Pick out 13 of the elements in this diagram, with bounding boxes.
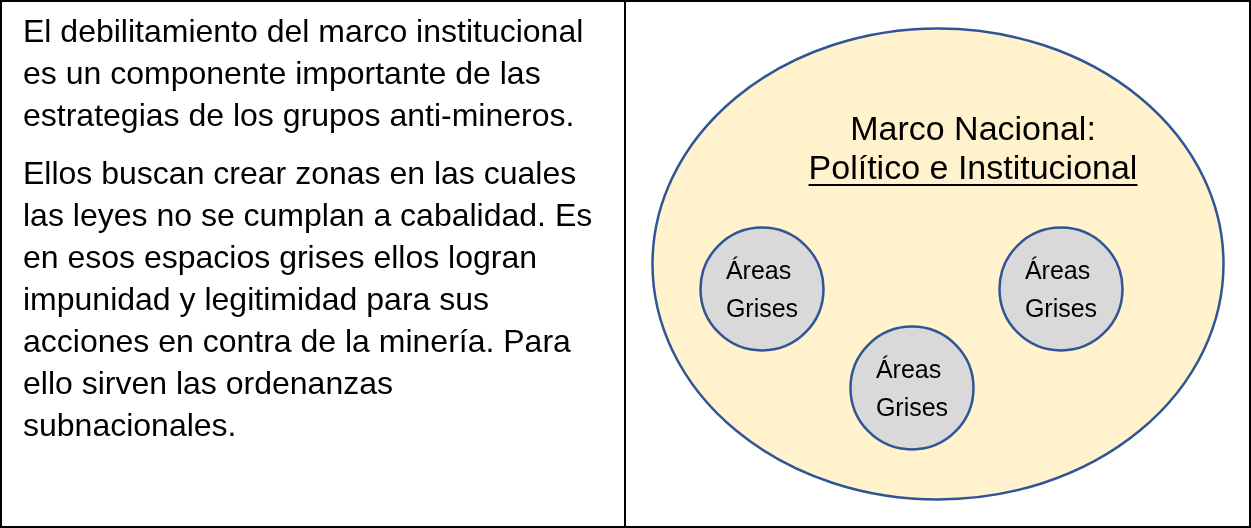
area-circle (998, 226, 1124, 352)
heading: Marco Nacional: (850, 109, 1096, 148)
diagram-panel (626, 0, 1251, 528)
circle-label: Áreas Grises (1024, 255, 1098, 324)
paragraph: El debilitamiento del marco institucional es un componente importante de las estrategias de los grupos anti-mineros. (23, 12, 585, 135)
ellipse-region (651, 27, 1225, 501)
text-panel (0, 0, 626, 528)
area-circle (699, 226, 825, 352)
area-circle (849, 325, 975, 451)
circle-label: Áreas Grises (875, 354, 949, 423)
subheading: Político e Institucional (808, 148, 1138, 187)
circle-label: Áreas Grises (725, 255, 799, 324)
paragraph: Ellos buscan crear zonas en las cuales las leyes no se cumplan a cabalidad. Es en esos espacios grises ellos logran impunidad y legitimidad para sus acciones en contra de la minería. Para ello sirven las ordenanzas subnacionales. (23, 154, 594, 445)
